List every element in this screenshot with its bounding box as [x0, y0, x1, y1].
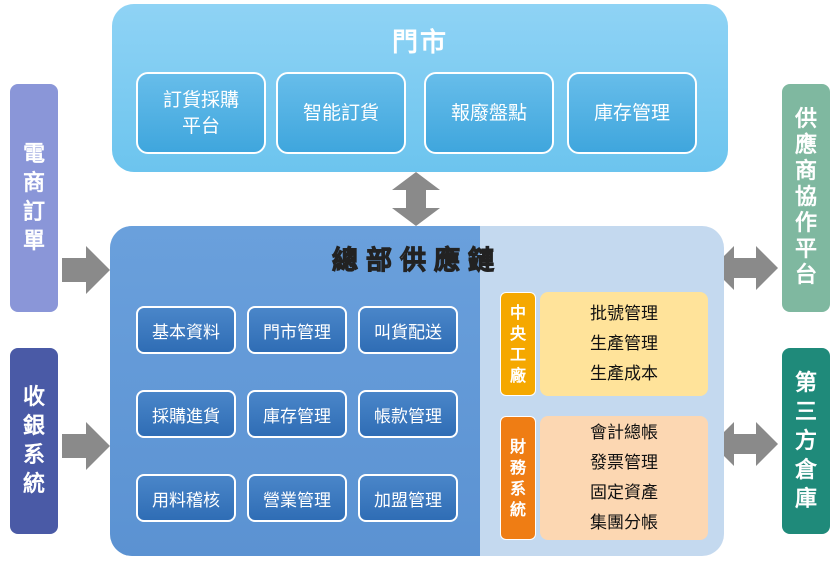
central-factory-list: 批號管理 生產管理 生產成本: [540, 292, 708, 396]
finance-system-list: 會計總帳 發票管理 固定資產 集團分帳: [540, 416, 708, 540]
factory-item-production-cost[interactable]: 生產成本: [590, 364, 658, 384]
third-party-warehouse-bar[interactable]: 第 三 方 倉 庫: [782, 348, 830, 534]
module-purchase-receiving[interactable]: 採購進貨: [136, 390, 236, 438]
store-panel: 門市 訂貨採購 平台 智能訂貨 報廢盤點 庫存管理: [112, 4, 728, 172]
finance-item-fixed-assets[interactable]: 固定資產: [590, 483, 658, 503]
store-item-smart-ordering[interactable]: 智能訂貨: [276, 72, 406, 154]
hq-supply-chain-panel: 總部供應鏈 基本資料 門市管理 叫貨配送 採購進貨 庫存管理 帳款管理 用料稽核…: [110, 226, 724, 556]
store-item-scrap-inventory-count[interactable]: 報廢盤點: [424, 72, 554, 154]
pos-to-hq-arrow-icon: [62, 422, 110, 470]
supplier-collaboration-bar[interactable]: 供 應 商 協 作 平 台: [782, 84, 830, 312]
module-inventory-management[interactable]: 庫存管理: [247, 390, 347, 438]
ecommerce-orders-bar[interactable]: 電 商 訂 單: [10, 84, 58, 312]
module-basic-data[interactable]: 基本資料: [136, 306, 236, 354]
central-factory-label[interactable]: 中 央 工 廠: [500, 292, 536, 396]
finance-item-invoice-management[interactable]: 發票管理: [590, 453, 658, 473]
module-material-audit[interactable]: 用料稽核: [136, 474, 236, 522]
store-item-stock-management[interactable]: 庫存管理: [567, 72, 697, 154]
hq-supplier-double-arrow-icon: [712, 246, 778, 290]
hq-title: 總部供應鏈: [331, 246, 502, 277]
factory-item-production-management[interactable]: 生產管理: [590, 334, 658, 354]
module-order-delivery[interactable]: 叫貨配送: [358, 306, 458, 354]
module-franchise-management[interactable]: 加盟管理: [358, 474, 458, 522]
pos-system-bar[interactable]: 收 銀 系 統: [10, 348, 58, 534]
store-hq-double-arrow-icon: [392, 172, 440, 226]
finance-item-group-ledger[interactable]: 集團分帳: [590, 513, 658, 533]
finance-item-general-ledger[interactable]: 會計總帳: [590, 423, 658, 443]
ecommerce-to-hq-arrow-icon: [62, 246, 110, 294]
hq-warehouse-double-arrow-icon: [712, 422, 778, 466]
store-item-ordering-platform[interactable]: 訂貨採購 平台: [136, 72, 266, 154]
module-business-management[interactable]: 營業管理: [247, 474, 347, 522]
finance-system-label[interactable]: 財 務 系 統: [500, 416, 536, 540]
module-store-management[interactable]: 門市管理: [247, 306, 347, 354]
factory-item-batch-management[interactable]: 批號管理: [590, 304, 658, 324]
store-title: 門市: [391, 28, 448, 58]
module-accounts-management[interactable]: 帳款管理: [358, 390, 458, 438]
